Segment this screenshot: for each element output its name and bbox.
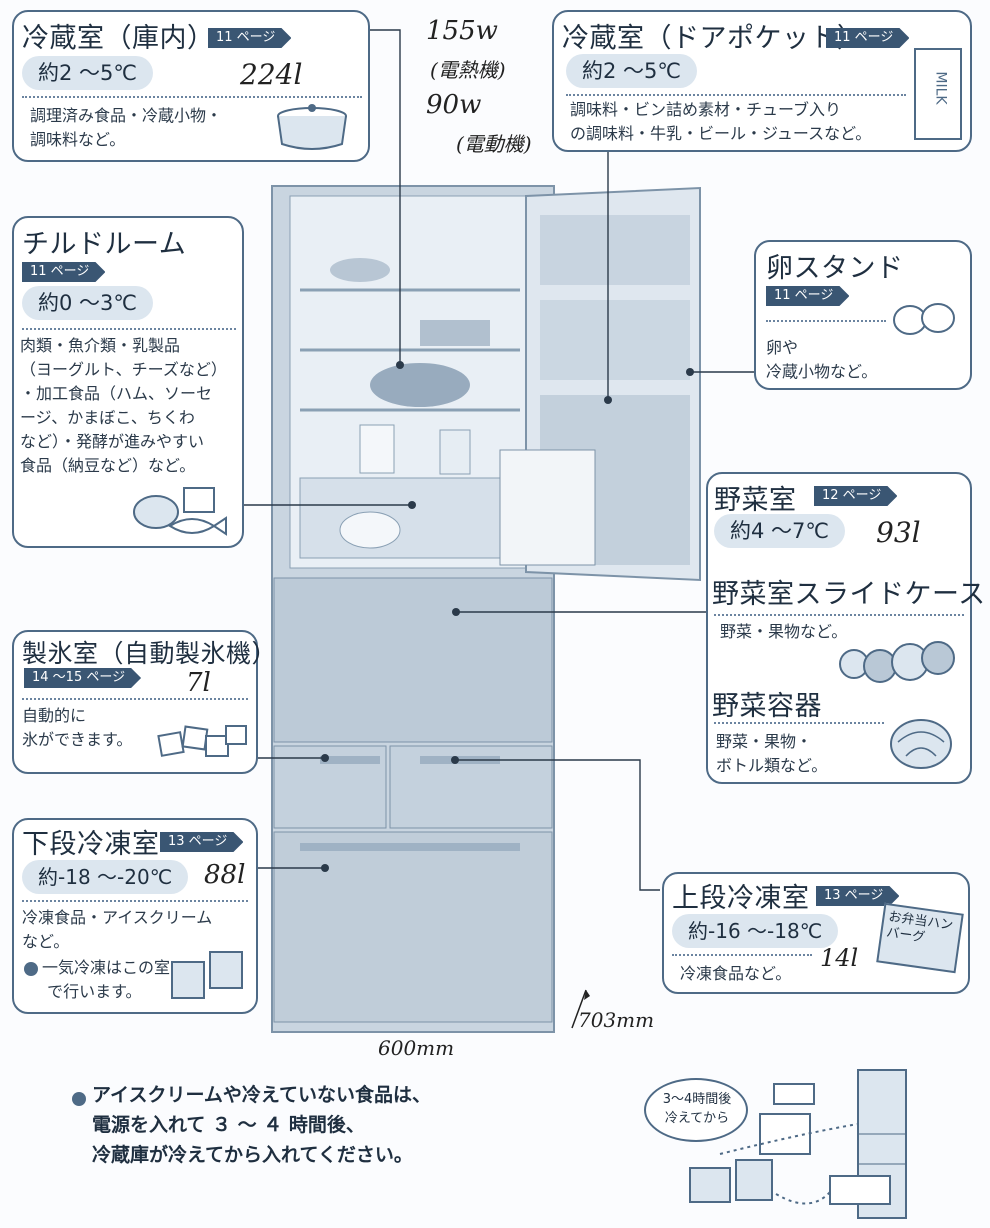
vegetable-slide-case-title: 野菜室スライドケース	[712, 579, 986, 610]
lower-freezer-note: 一気冷凍はこの室 で行います。	[42, 958, 171, 1001]
milk-carton-icon: MILK	[914, 48, 962, 140]
page-tag: 11 ページ	[208, 28, 291, 48]
fridge-compartment-title: 冷蔵室（庫内）	[22, 23, 215, 54]
storage-illustration	[689, 1069, 907, 1219]
temperature-pill: 約-18 ～-20℃	[22, 860, 189, 894]
temperature-pill: 約2 ～5℃	[22, 56, 153, 90]
pot-icon	[277, 104, 347, 150]
handwritten-motor-label: (電動機)	[456, 132, 532, 156]
fish-meat-icon	[133, 487, 227, 536]
page-tag: 13 ページ	[816, 886, 899, 906]
egg-stand-title: 卵スタンド	[766, 253, 904, 284]
handwritten-heater-wattage: 155w	[426, 16, 498, 46]
lettuce-icon	[890, 719, 952, 769]
vegetable-compartment-title: 野菜室	[714, 485, 797, 516]
vegetable-slide-case-description: 野菜・果物など。	[720, 622, 848, 641]
bullet-icon	[72, 1092, 86, 1106]
temperature-pill: 約-16 ～-18℃	[672, 914, 839, 948]
bottom-notice: アイスクリームや冷えていない食品は、 電源を入れて ３ ～ ４ 時間後、 冷蔵庫…	[92, 1084, 431, 1166]
page-tag: 11 ページ	[826, 28, 909, 48]
page-tag: 13 ページ	[160, 832, 243, 852]
upper-freezer-description: 冷凍食品など。	[680, 964, 792, 983]
handwritten-motor-wattage: 90w	[426, 90, 482, 120]
vegetable-container-description: 野菜・果物・ ボトル類など。	[716, 732, 828, 775]
handwritten-width: 600mm	[378, 1036, 455, 1060]
handwritten-capacity: 14l	[820, 944, 859, 972]
handwritten-capacity: 88l	[204, 860, 246, 890]
vegetable-container-title: 野菜容器	[712, 691, 822, 722]
fridge-compartment-description: 調理済み食品・冷蔵小物・ 調味料など。	[30, 106, 223, 149]
page-tag: 14 ～15 ページ	[24, 668, 141, 688]
temperature-pill: 約4 ～7℃	[714, 514, 845, 548]
handwritten-capacity: 7l	[186, 668, 211, 698]
temperature-pill: 約0 ～3℃	[22, 286, 153, 320]
fruits-icon	[839, 641, 955, 683]
handwritten-capacity: 93l	[876, 516, 921, 549]
lower-freezer-title: 下段冷凍室	[22, 829, 160, 860]
door-pocket-title: 冷蔵室（ドアポケット）	[562, 23, 865, 54]
ice-maker-title: 製氷室（自動製氷機）	[22, 639, 278, 668]
page-tag: 12 ページ	[814, 486, 897, 506]
bento-package-icon: お弁当ハンバーグ	[876, 902, 964, 974]
page-tag: 11 ページ	[766, 286, 849, 306]
vegetable-drawer	[273, 577, 553, 743]
ice-maker-description: 自動的に 氷ができます。	[22, 706, 133, 749]
door-pocket-description: 調味料・ビン詰め素材・チューブ入り の調味料・牛乳・ビール・ジュースなど。	[570, 100, 872, 143]
handwritten-depth: 703mm	[578, 1008, 655, 1032]
lower-freezer-description: 冷凍食品・アイスクリーム など。	[22, 908, 213, 951]
ice-cubes-icon	[157, 725, 247, 757]
bullet-icon	[24, 962, 38, 976]
chilled-room-description: 肉類・魚介類・乳製品 （ヨーグルト、チーズなど） ・加工食品（ハム、ソーセ ージ…	[20, 336, 227, 475]
upper-freezer-title: 上段冷凍室	[672, 883, 810, 914]
egg-stand-description: 卵や 冷蔵小物など。	[766, 338, 878, 381]
lower-freezer-drawer	[273, 831, 553, 1023]
ice-cream-cups-icon	[171, 951, 243, 999]
eggs-icon	[893, 303, 955, 335]
page-tag: 11 ページ	[22, 262, 105, 282]
handwritten-capacity: 224l	[240, 58, 303, 91]
chilled-room-title: チルドルーム	[22, 229, 187, 260]
speech-bubble: 3～4時間後 冷えてから	[644, 1078, 748, 1142]
temperature-pill: 約2 ～5℃	[566, 54, 697, 88]
handwritten-heater-label: (電熱機)	[430, 58, 506, 82]
